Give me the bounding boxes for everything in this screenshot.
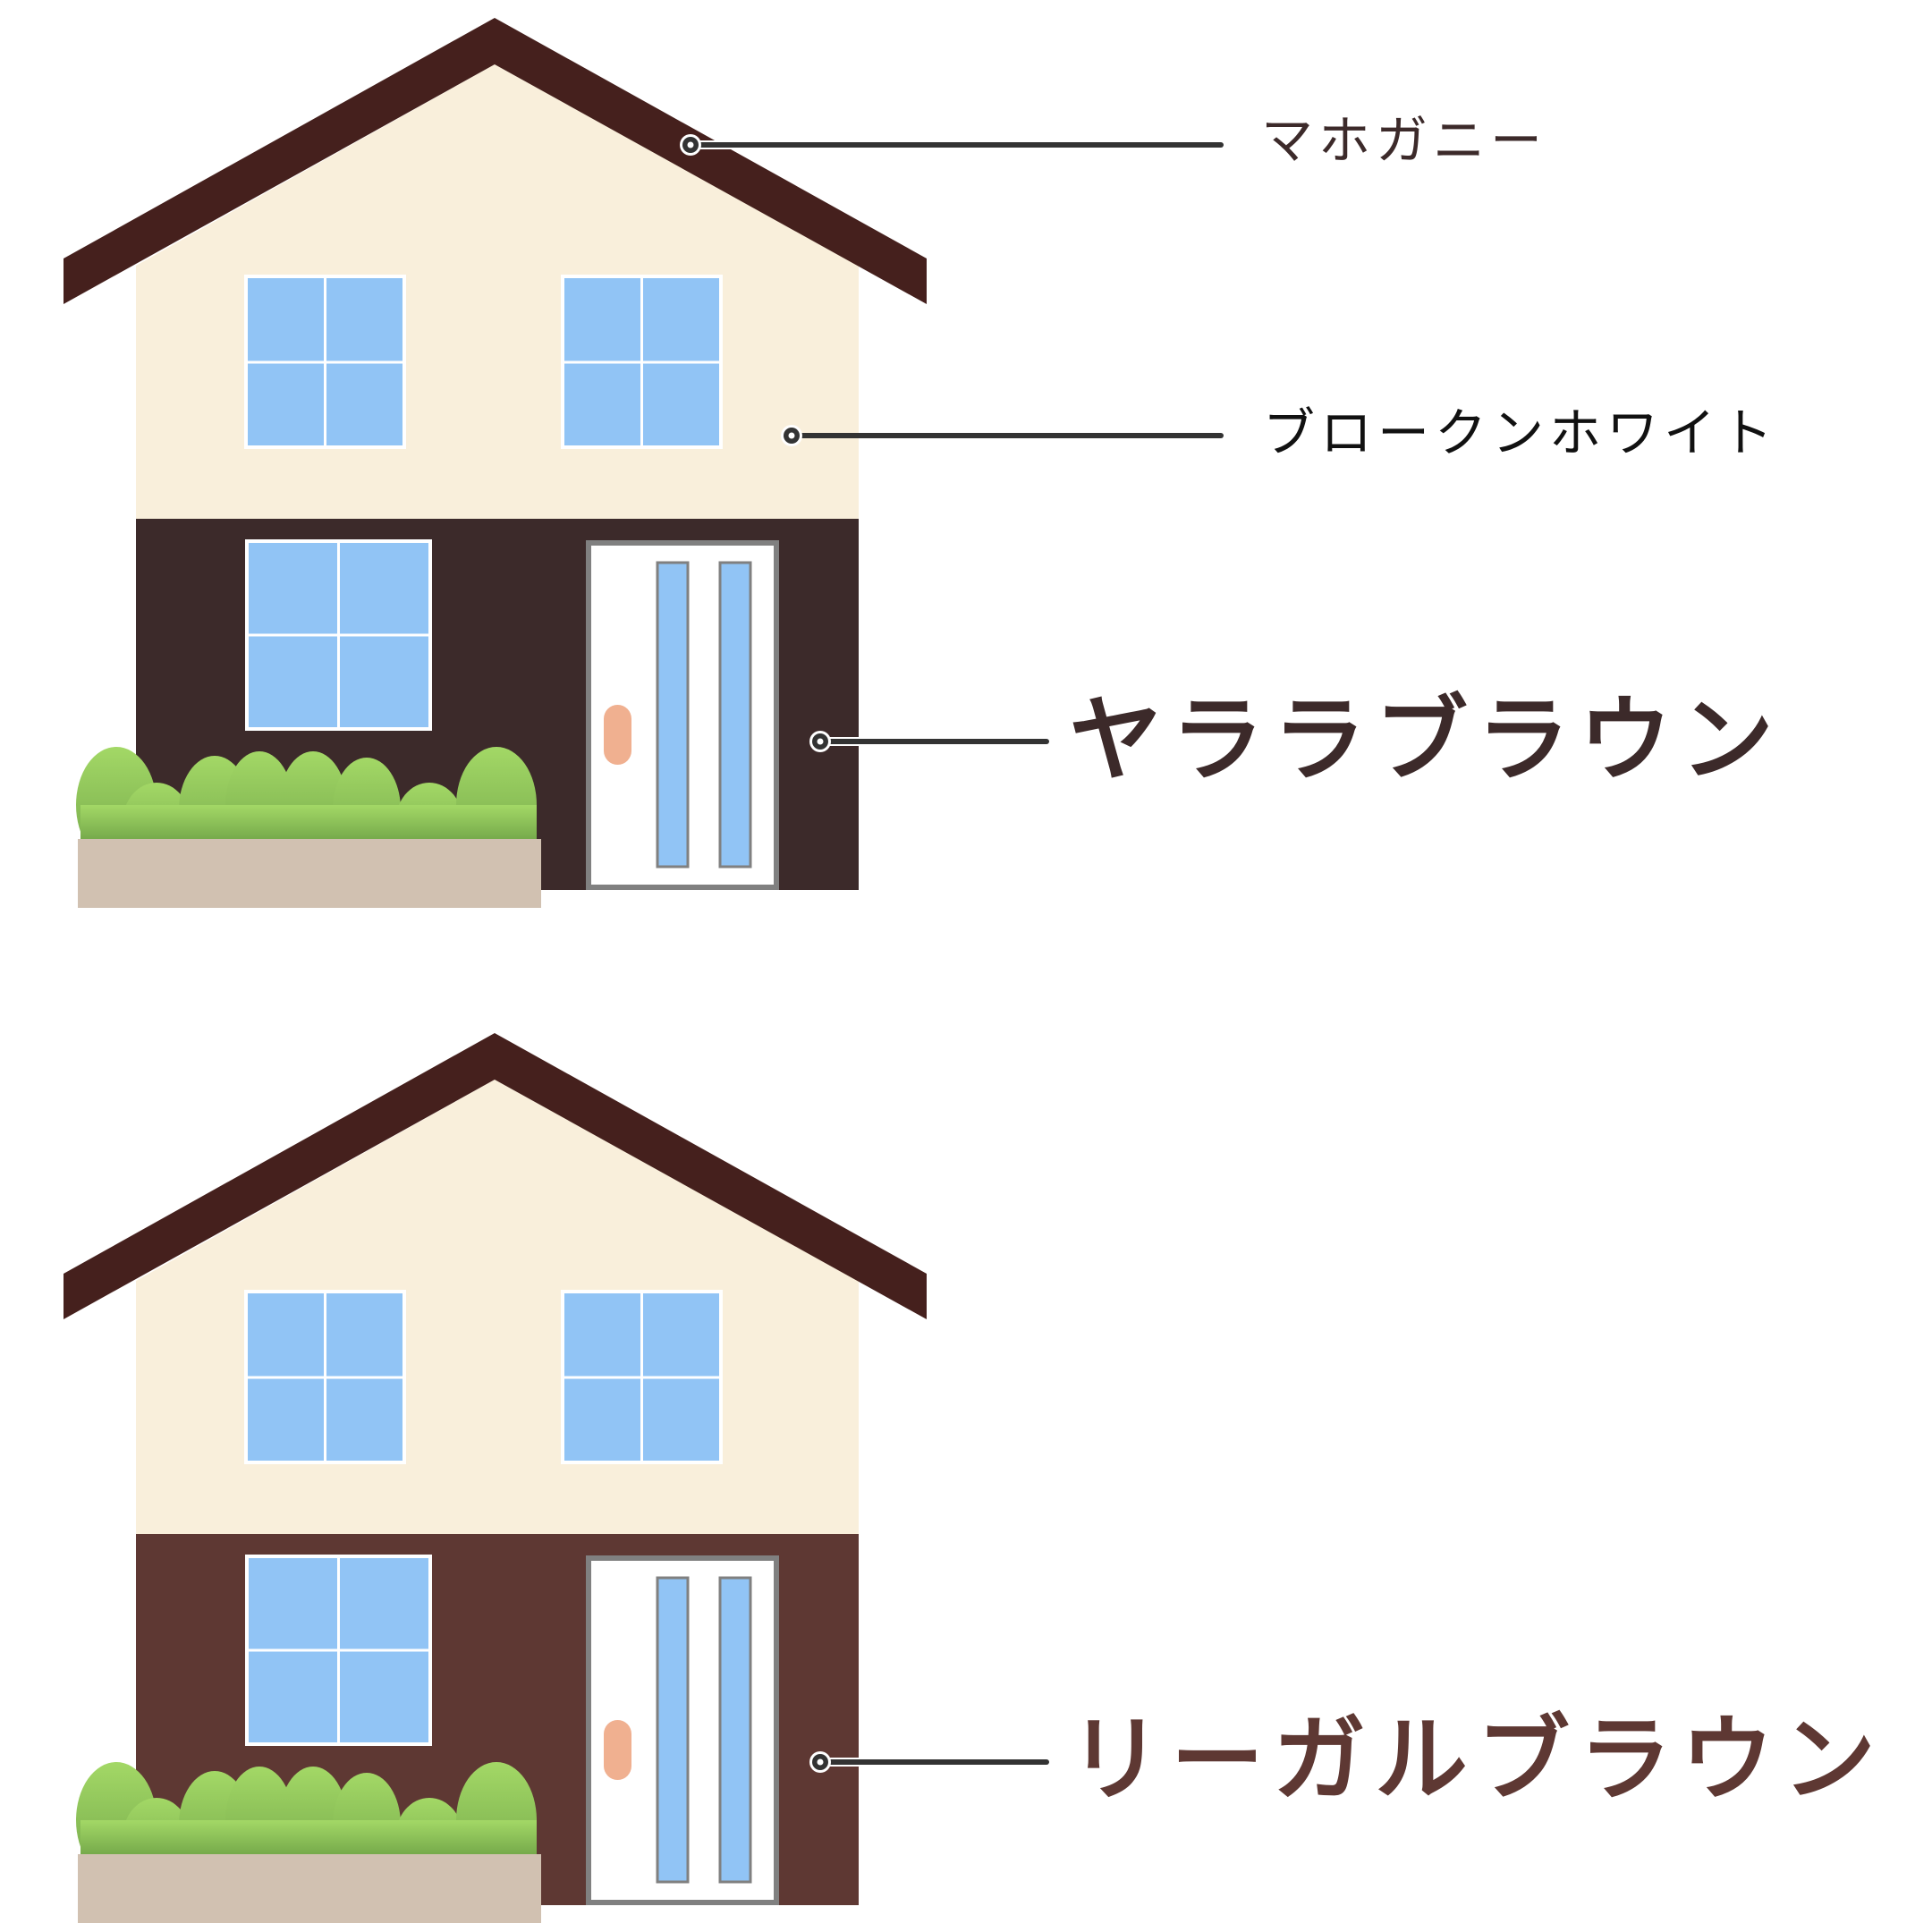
house-1: [62, 16, 928, 908]
leader-lower-wall-1: [809, 731, 1051, 752]
upper-wall-color-label: ブロークンホワイト: [1263, 402, 1779, 463]
leader-lower-wall-2: [809, 1751, 1051, 1773]
lower-wall-color-label-house-2: リーガルブラウン: [1069, 1705, 1885, 1814]
house-2: [62, 1031, 928, 1923]
lower-wall-color-label-house-1: ヤララブラウン: [1069, 685, 1784, 794]
leader-roof: [680, 134, 1225, 156]
roof-color-label: マホガニー: [1261, 110, 1548, 171]
leader-upper-wall: [781, 425, 1224, 446]
